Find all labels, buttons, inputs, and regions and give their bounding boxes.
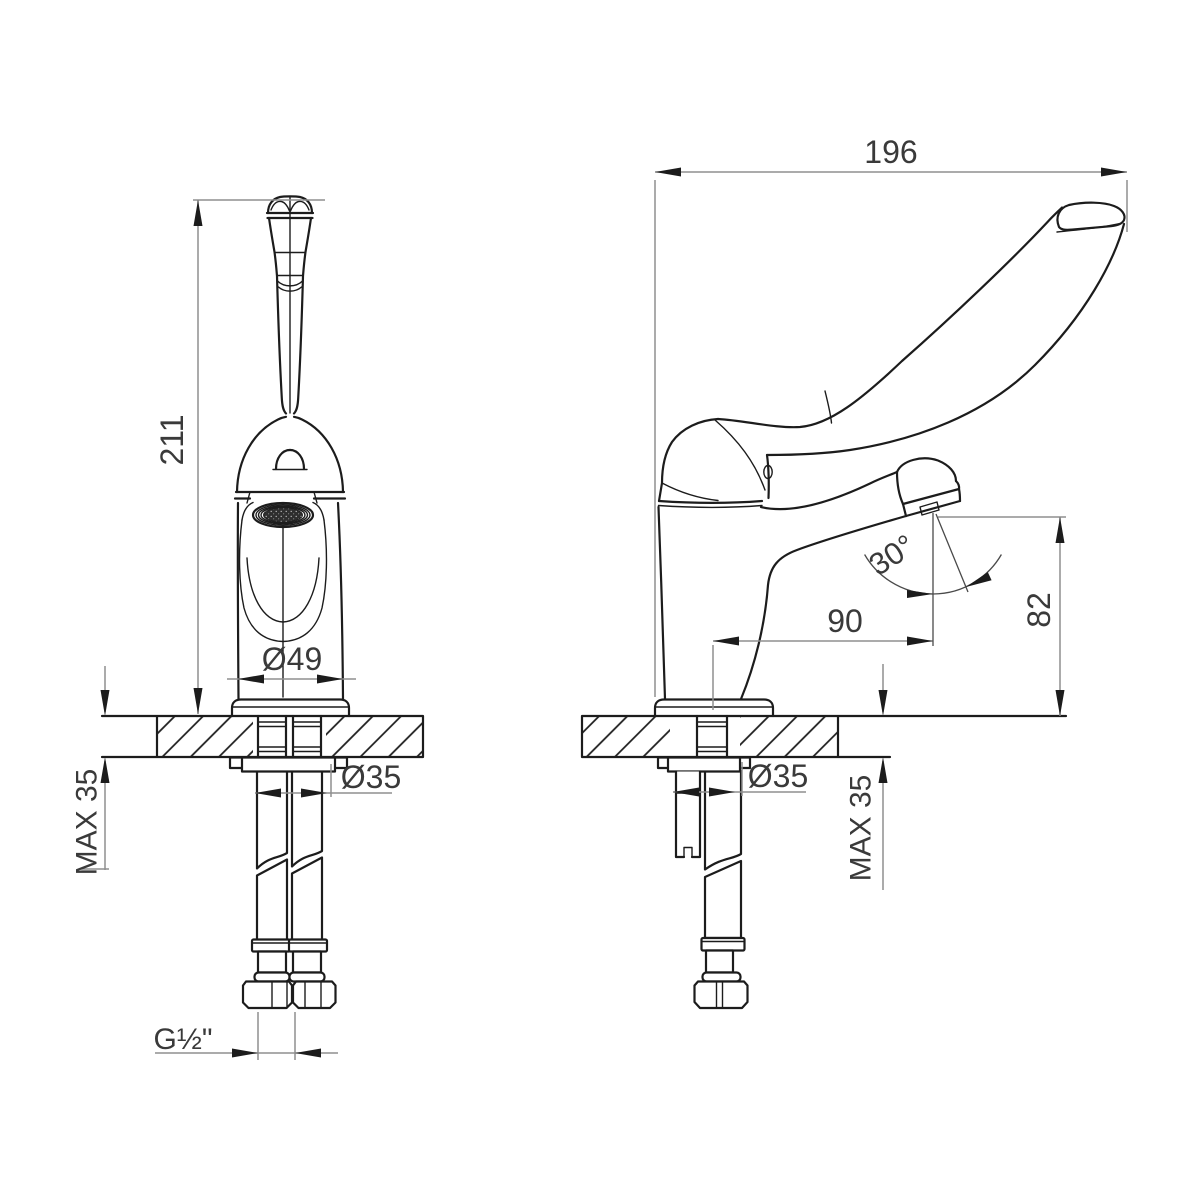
- side-lever-handle: [657, 201, 1126, 503]
- arrow-d35f-right: [301, 788, 327, 798]
- arrow-g12-right: [295, 1048, 321, 1058]
- arrow-82-top: [1055, 517, 1065, 543]
- dim-max-thickness-side-label: MAX 35: [845, 775, 878, 882]
- dim-hole-side-label: Ø35: [748, 758, 808, 794]
- side-aerator: [919, 501, 940, 516]
- side-view: [653, 201, 1126, 718]
- dim-hose-thread-label: G½": [153, 1023, 212, 1056]
- arrow-maxs-top: [878, 690, 888, 716]
- mounting-rod: [676, 771, 700, 857]
- side-body: [653, 470, 908, 718]
- arrow-d49-left: [238, 674, 264, 684]
- dim-hole-front-label: Ø35: [341, 759, 401, 795]
- front-aerator: [251, 501, 315, 529]
- arrow-211-top: [193, 200, 203, 226]
- side-spout-head: [895, 457, 962, 518]
- arrow-90-left: [713, 636, 739, 646]
- arrow-d49-right: [317, 674, 343, 684]
- front-supply-hoses: [228, 714, 349, 1010]
- front-view: [230, 195, 351, 718]
- arrow-maxs-bottom: [878, 757, 888, 783]
- dimension-annotations: 196 211 Ø49 Ø35 Ø35 90 82 MAX 35 MAX 35 …: [71, 134, 1128, 1060]
- arrow-90-right: [907, 636, 933, 646]
- dim-spout-reach-label: 90: [827, 603, 863, 639]
- arrow-d35s-left: [673, 787, 699, 797]
- arrow-maxf-top: [100, 690, 110, 716]
- arrow-211-bottom: [193, 688, 203, 714]
- front-body: [230, 501, 351, 718]
- side-deck-hatch-left: [582, 716, 670, 757]
- front-deck-hatch-left: [157, 716, 253, 757]
- side-supply-hose: [656, 714, 752, 1010]
- arrow-g12-left: [232, 1048, 258, 1058]
- arrow-30-arc-left: [907, 590, 933, 598]
- arrow-d35f-left: [255, 788, 281, 798]
- arrow-30-arc-right: [966, 572, 992, 587]
- side-deck-hatch-right: [740, 716, 838, 757]
- arrow-196-left: [655, 167, 681, 177]
- front-deck-hatch-right: [326, 716, 423, 757]
- front-lever-handle: [265, 195, 315, 415]
- arrow-d35s-right: [709, 787, 735, 797]
- arrow-maxf-bottom: [100, 757, 110, 783]
- arrow-196-right: [1101, 167, 1127, 177]
- dim-spout-height-label: 82: [1021, 592, 1057, 628]
- arrow-82-bottom: [1055, 690, 1065, 716]
- front-body-dome: [233, 415, 347, 504]
- dim-overall-reach-label: 196: [864, 134, 917, 170]
- dim-overall-height-label: 211: [154, 414, 190, 465]
- lever-indicator-dot: [763, 464, 773, 480]
- dim-aerator-angle-label: 30°: [863, 528, 921, 583]
- dim-body-diameter-label: Ø49: [262, 641, 322, 677]
- dim-max-thickness-front-label: MAX 35: [71, 769, 104, 876]
- side-countertop: [580, 714, 1068, 759]
